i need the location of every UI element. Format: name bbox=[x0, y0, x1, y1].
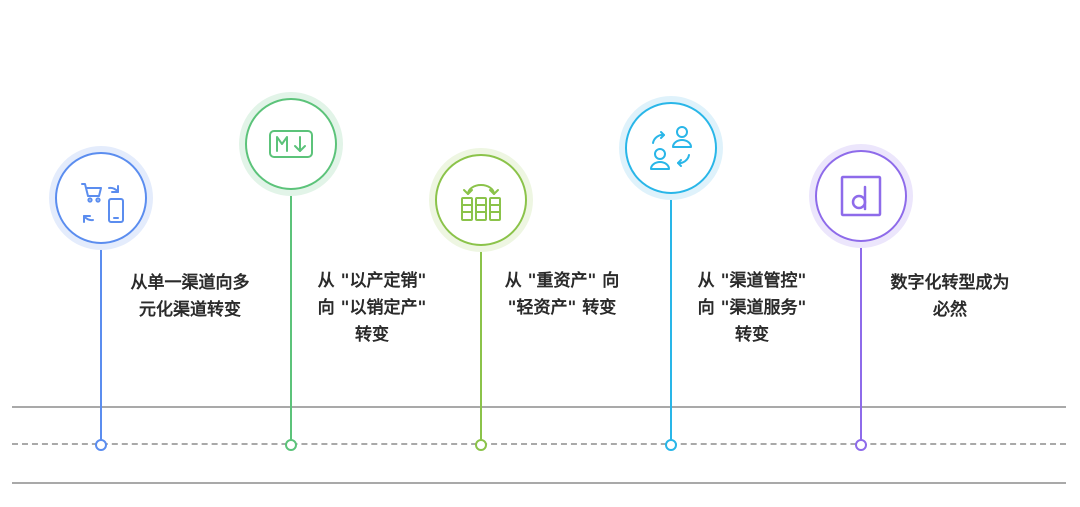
milestone-4-label: 从 "渠道管控" 向 "渠道服务" 转变 bbox=[697, 271, 807, 345]
milestone-3-dot bbox=[475, 439, 487, 451]
markdown-arrow-icon bbox=[269, 130, 313, 158]
milestone-3-label: 从 "重资产" 向 "轻资产" 转变 bbox=[504, 271, 620, 318]
milestone-1-dot bbox=[95, 439, 107, 451]
asset-transfer-icon bbox=[461, 184, 501, 221]
milestone-3-stem bbox=[480, 250, 482, 444]
milestone-1-label: 从单一渠道向多 元化渠道转变 bbox=[130, 273, 250, 320]
milestone-1-stem bbox=[100, 248, 102, 444]
milestone-5-stem bbox=[860, 244, 862, 444]
milestone-3-badge bbox=[429, 148, 533, 252]
user-exchange-icon bbox=[650, 126, 692, 170]
milestone-2-label: 从 "以产定销" 向 "以销定产" 转变 bbox=[317, 271, 427, 345]
milestone-2-badge bbox=[239, 92, 343, 196]
milestone-4-dot bbox=[665, 439, 677, 451]
milestone-5-badge bbox=[809, 144, 913, 248]
cart-phone-exchange-icon bbox=[81, 183, 124, 223]
road-center-dashed-line bbox=[12, 443, 1066, 445]
road-bottom-edge bbox=[12, 482, 1066, 484]
milestone-5-label: 数字化转型成为 必然 bbox=[890, 273, 1010, 320]
milestone-2-dot bbox=[285, 439, 297, 451]
milestone-4-badge bbox=[619, 96, 723, 200]
milestone-1-badge bbox=[49, 146, 153, 250]
letter-d-logo-icon bbox=[840, 175, 882, 217]
milestone-5-dot bbox=[855, 439, 867, 451]
road-top-edge bbox=[12, 406, 1066, 408]
